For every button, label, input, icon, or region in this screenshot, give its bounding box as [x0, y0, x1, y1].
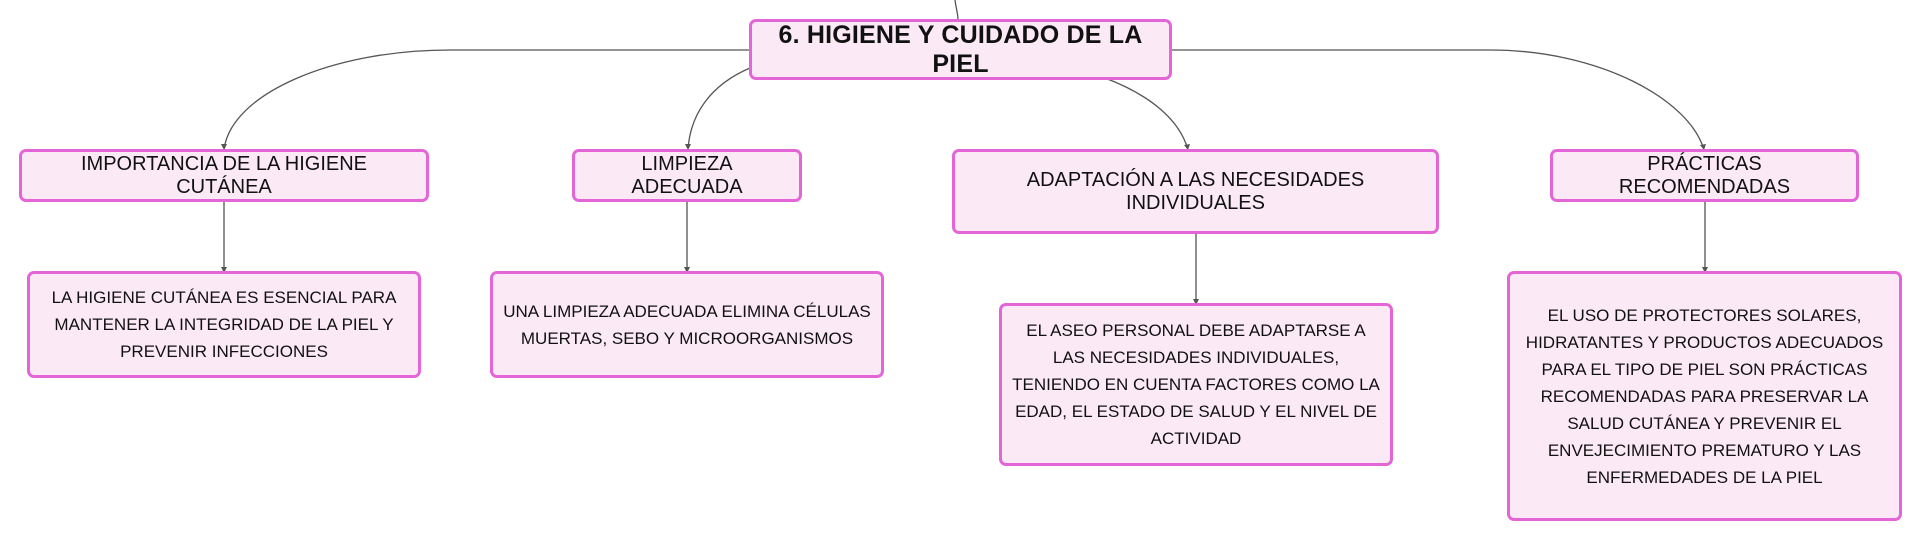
- branch-node-importancia[interactable]: IMPORTANCIA DE LA HIGIENE CUTÁNEA: [19, 149, 429, 202]
- detail-node-adaptacion[interactable]: EL ASEO PERSONAL DEBE ADAPTARSE A LAS NE…: [999, 303, 1393, 466]
- arrow-branch-4: [1700, 144, 1706, 150]
- connector-root-branch-4: [1170, 49, 1705, 151]
- arrow-detail-2: [684, 267, 690, 273]
- arrow-detail-1: [221, 267, 227, 273]
- connector-root-branch-1: [223, 49, 750, 151]
- branch-node-adaptacion[interactable]: ADAPTACIÓN A LAS NECESIDADES INDIVIDUALE…: [952, 149, 1439, 234]
- branch-node-practicas[interactable]: PRÁCTICAS RECOMENDADAS: [1550, 149, 1859, 202]
- detail-node-practicas[interactable]: EL USO DE PROTECTORES SOLARES, HIDRATANT…: [1507, 271, 1902, 521]
- arrow-branch-2: [685, 144, 691, 150]
- connector-parent: [954, 0, 959, 21]
- detail-node-importancia[interactable]: LA HIGIENE CUTÁNEA ES ESENCIAL PARA MANT…: [27, 271, 421, 378]
- arrow-branch-3: [1184, 144, 1190, 150]
- arrow-branch-1: [221, 144, 227, 150]
- root-node[interactable]: 6. HIGIENE Y CUIDADO DE LA PIEL: [749, 19, 1172, 80]
- branch-node-limpieza[interactable]: LIMPIEZA ADECUADA: [572, 149, 802, 202]
- connector-root-branch-3: [1104, 77, 1189, 151]
- arrow-detail-4: [1702, 267, 1708, 273]
- detail-node-limpieza[interactable]: UNA LIMPIEZA ADECUADA ELIMINA CÉLULAS MU…: [490, 271, 884, 378]
- connector-root-branch-2: [687, 67, 751, 151]
- arrow-detail-3: [1193, 299, 1199, 305]
